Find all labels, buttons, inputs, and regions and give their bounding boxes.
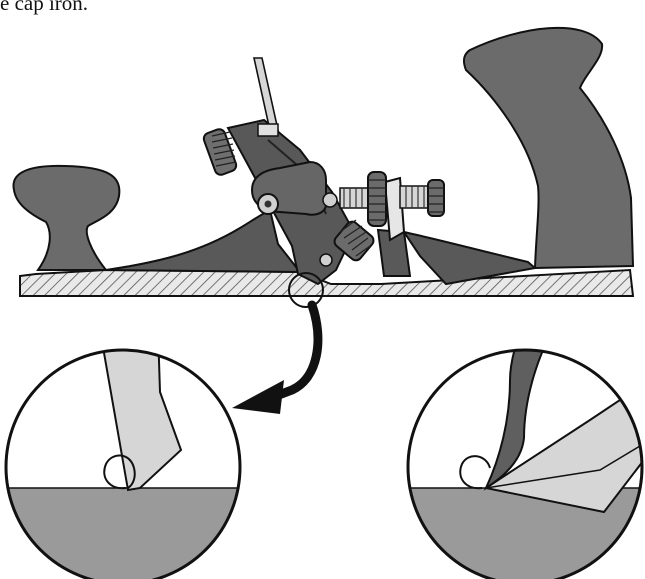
lower-adjusting-wheel [333,219,375,262]
curved-arrow-icon [232,300,323,414]
rear-handle [462,26,635,270]
caption-text: e cap iron. [0,0,89,15]
detail-circle-left [4,348,242,579]
horizontal-screw-adjuster [339,171,445,227]
mouth-detail-marker [288,272,324,308]
detail-circle-right [406,348,644,579]
top-adjusting-knob [202,123,279,176]
lever-cap [250,160,338,267]
blade-assembly [202,57,375,286]
plane-sole [19,268,635,297]
front-knob [12,164,121,271]
